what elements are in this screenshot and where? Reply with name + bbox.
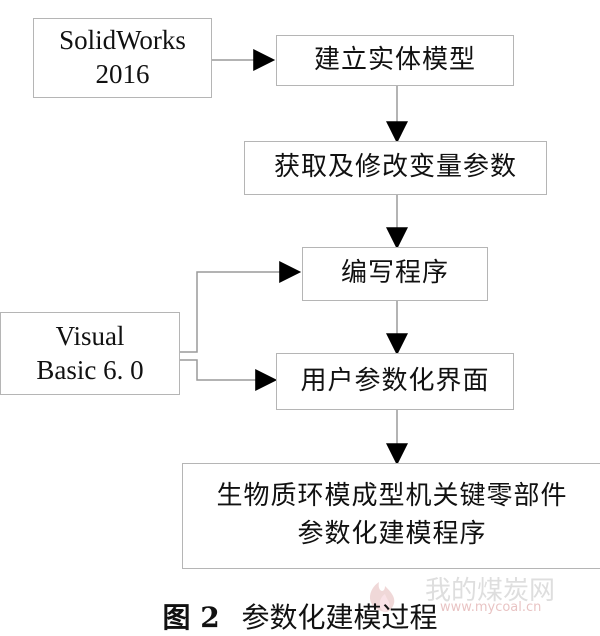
watermark-text: 我的煤炭网 xyxy=(425,576,556,606)
node-write-program-label: 编写程序 xyxy=(340,258,449,289)
node-user-param-ui: 用户参数化界面 xyxy=(276,353,514,410)
node-get-modify-params-label: 获取及修改变量参数 xyxy=(273,152,517,183)
node-visual-basic: Visual Basic 6. 0 xyxy=(0,312,180,395)
node-final-program-line2: 参数化建模程序 xyxy=(297,519,487,549)
node-visual-basic-line2: Basic 6. 0 xyxy=(36,354,144,385)
node-build-model-label: 建立实体模型 xyxy=(313,44,476,75)
node-solidworks-line1: SolidWorks xyxy=(59,25,186,56)
watermark-url: www.mycoal.cn xyxy=(440,600,542,615)
flame-logo-icon xyxy=(369,582,395,612)
node-user-param-ui-label: 用户参数化界面 xyxy=(300,365,490,396)
figure-caption-text: 参数化建模过程 xyxy=(241,601,438,634)
arrow-vb-to-ui xyxy=(180,359,278,391)
node-get-modify-params: 获取及修改变量参数 xyxy=(244,141,547,195)
figure-caption: 图 2 参数化建模过程 xyxy=(0,596,600,636)
node-write-program: 编写程序 xyxy=(302,247,488,301)
node-final-program: 生物质环模成型机关键零部件 参数化建模程序 xyxy=(182,463,600,569)
figure-caption-label: 图 2 xyxy=(162,601,220,634)
watermark: 我的煤炭网 www.mycoal.cn xyxy=(355,568,595,616)
node-solidworks-line2: 2016 xyxy=(95,59,150,89)
arrow-vb-to-write xyxy=(180,261,302,353)
node-visual-basic-line1: Visual xyxy=(55,320,125,351)
node-build-model: 建立实体模型 xyxy=(276,35,514,86)
node-final-program-line1: 生物质环模成型机关键零部件 xyxy=(216,481,568,512)
node-solidworks: SolidWorks 2016 xyxy=(33,18,212,98)
